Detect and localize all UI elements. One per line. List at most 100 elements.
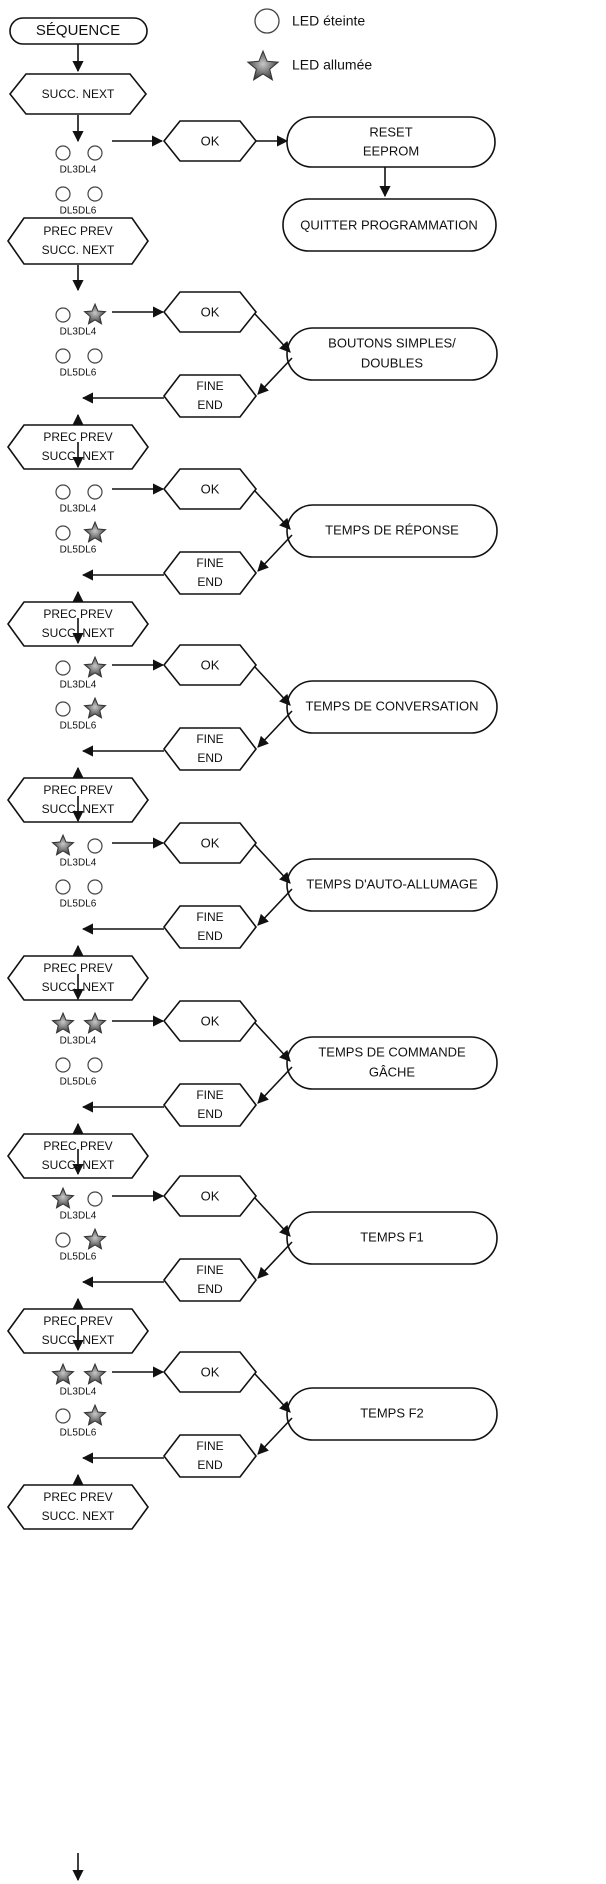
led-dl5-off-icon — [55, 701, 71, 717]
led-dl4-off-icon — [87, 838, 103, 854]
nav-prev-label: PREC PREV — [43, 430, 112, 444]
fine-label: FINE — [196, 1439, 223, 1453]
action-box — [286, 1036, 498, 1090]
led-dl4-off-icon — [87, 145, 103, 161]
led-label-dl3-dl4: DL3DL4 — [60, 1387, 97, 1398]
flow-arrow — [254, 313, 291, 353]
fine-label: FINE — [196, 1263, 223, 1277]
ok-label: OK — [201, 657, 220, 672]
flow-arrow — [254, 490, 291, 530]
led-label-dl3-dl4: DL3DL4 — [60, 504, 97, 515]
nav-next-label: SUCC. NEXT — [42, 1509, 115, 1523]
led-label-dl3-dl4: DL3DL4 — [60, 1211, 97, 1222]
action-label: TEMPS DE CONVERSATION — [305, 698, 478, 713]
action-label-line-1: TEMPS DE COMMANDE — [318, 1044, 466, 1059]
flow-arrow — [257, 1241, 293, 1279]
end-label: END — [197, 1107, 223, 1121]
end-label: END — [197, 929, 223, 943]
led-dl5-off-icon — [55, 1408, 71, 1424]
legend-off-label: LED éteinte — [292, 13, 365, 29]
led-dl5-off-icon — [55, 1057, 71, 1073]
led-dl6-on-icon — [83, 1403, 107, 1426]
nav-next-label: SUCC. NEXT — [42, 243, 115, 257]
led-dl3-off-icon — [55, 484, 71, 500]
reset-box — [286, 116, 496, 168]
reset-action-line-2: EEPROM — [363, 143, 419, 158]
led-dl5-off-icon — [55, 348, 71, 364]
nav-prev-label: PREC PREV — [43, 783, 112, 797]
flow-arrow — [254, 666, 291, 706]
fine-end-hexagon — [162, 1258, 258, 1302]
ok-hexagon — [162, 1175, 258, 1217]
led-dl6-off-icon — [87, 186, 103, 202]
ok-label: OK — [201, 835, 220, 850]
led-dl5-off-icon — [55, 1232, 71, 1248]
led-dl4-off-icon — [87, 1191, 103, 1207]
led-dl3-off-icon — [55, 307, 71, 323]
ok-label: OK — [201, 304, 220, 319]
led-dl6-on-icon — [83, 696, 107, 719]
action-label: TEMPS DE RÉPONSE — [325, 522, 459, 537]
led-label-dl5-dl6: DL5DL6 — [60, 206, 97, 217]
legend-led-off-icon — [254, 8, 280, 34]
reset-action-line-1: RESET — [369, 124, 412, 139]
ok-hexagon — [162, 822, 258, 864]
led-label-dl5-dl6: DL5DL6 — [60, 1077, 97, 1088]
ok-label: OK — [201, 1364, 220, 1379]
fine-end-hexagon — [162, 1434, 258, 1478]
led-dl6-off-icon — [87, 1057, 103, 1073]
action-label-line-2: GÂCHE — [369, 1064, 416, 1079]
led-dl4-off-icon — [87, 484, 103, 500]
end-label: END — [197, 1282, 223, 1296]
led-label-dl5-dl6: DL5DL6 — [60, 721, 97, 732]
led-label-dl5-dl6: DL5DL6 — [60, 899, 97, 910]
led-dl4-on-icon — [83, 302, 107, 325]
led-dl6-off-icon — [87, 348, 103, 364]
nav-hexagon — [7, 217, 149, 265]
quit-box — [282, 198, 497, 252]
start-label: SÉQUENCE — [36, 22, 120, 39]
action-box — [286, 680, 498, 734]
flow-arrow — [257, 1066, 293, 1104]
led-dl5-off-icon — [55, 879, 71, 895]
nav-prev-label: PREC PREV — [43, 1139, 112, 1153]
fine-end-hexagon — [162, 727, 258, 771]
led-label-dl3-dl4: DL3DL4 — [60, 165, 97, 176]
fine-end-hexagon — [162, 374, 258, 418]
led-dl4-on-icon — [83, 1362, 107, 1385]
led-label-dl3-dl4: DL3DL4 — [60, 680, 97, 691]
flow-arrow — [257, 888, 293, 926]
led-label-dl5-dl6: DL5DL6 — [60, 368, 97, 379]
led-label-dl5-dl6: DL5DL6 — [60, 545, 97, 556]
led-label-dl3-dl4: DL3DL4 — [60, 327, 97, 338]
action-label: TEMPS D'AUTO-ALLUMAGE — [306, 876, 478, 891]
led-dl5-off-icon — [55, 186, 71, 202]
flow-arrow — [254, 1022, 291, 1062]
led-dl5-off-icon — [55, 525, 71, 541]
end-label: END — [197, 398, 223, 412]
action-box — [286, 858, 498, 912]
action-label: TEMPS F2 — [360, 1405, 424, 1420]
fine-label: FINE — [196, 379, 223, 393]
fine-end-hexagon — [162, 551, 258, 595]
action-label-line-1: BOUTONS SIMPLES/ — [328, 335, 456, 350]
flow-arrow — [257, 534, 293, 572]
nav-prev-label: PREC PREV — [43, 607, 112, 621]
action-label-line-2: DOUBLES — [361, 355, 423, 370]
led-dl6-off-icon — [87, 879, 103, 895]
ok-hexagon — [162, 291, 258, 333]
nav-hexagon — [7, 1484, 149, 1530]
nav-prev-label: PREC PREV — [43, 1490, 112, 1504]
led-dl3-on-icon — [51, 1186, 75, 1209]
led-dl6-on-icon — [83, 520, 107, 543]
flow-arrow — [254, 1373, 291, 1413]
end-label: END — [197, 1458, 223, 1472]
action-label: TEMPS F1 — [360, 1229, 424, 1244]
led-dl3-on-icon — [51, 833, 75, 856]
action-box — [286, 504, 498, 558]
ok-hexagon — [162, 1000, 258, 1042]
led-label-dl5-dl6: DL5DL6 — [60, 1252, 97, 1263]
